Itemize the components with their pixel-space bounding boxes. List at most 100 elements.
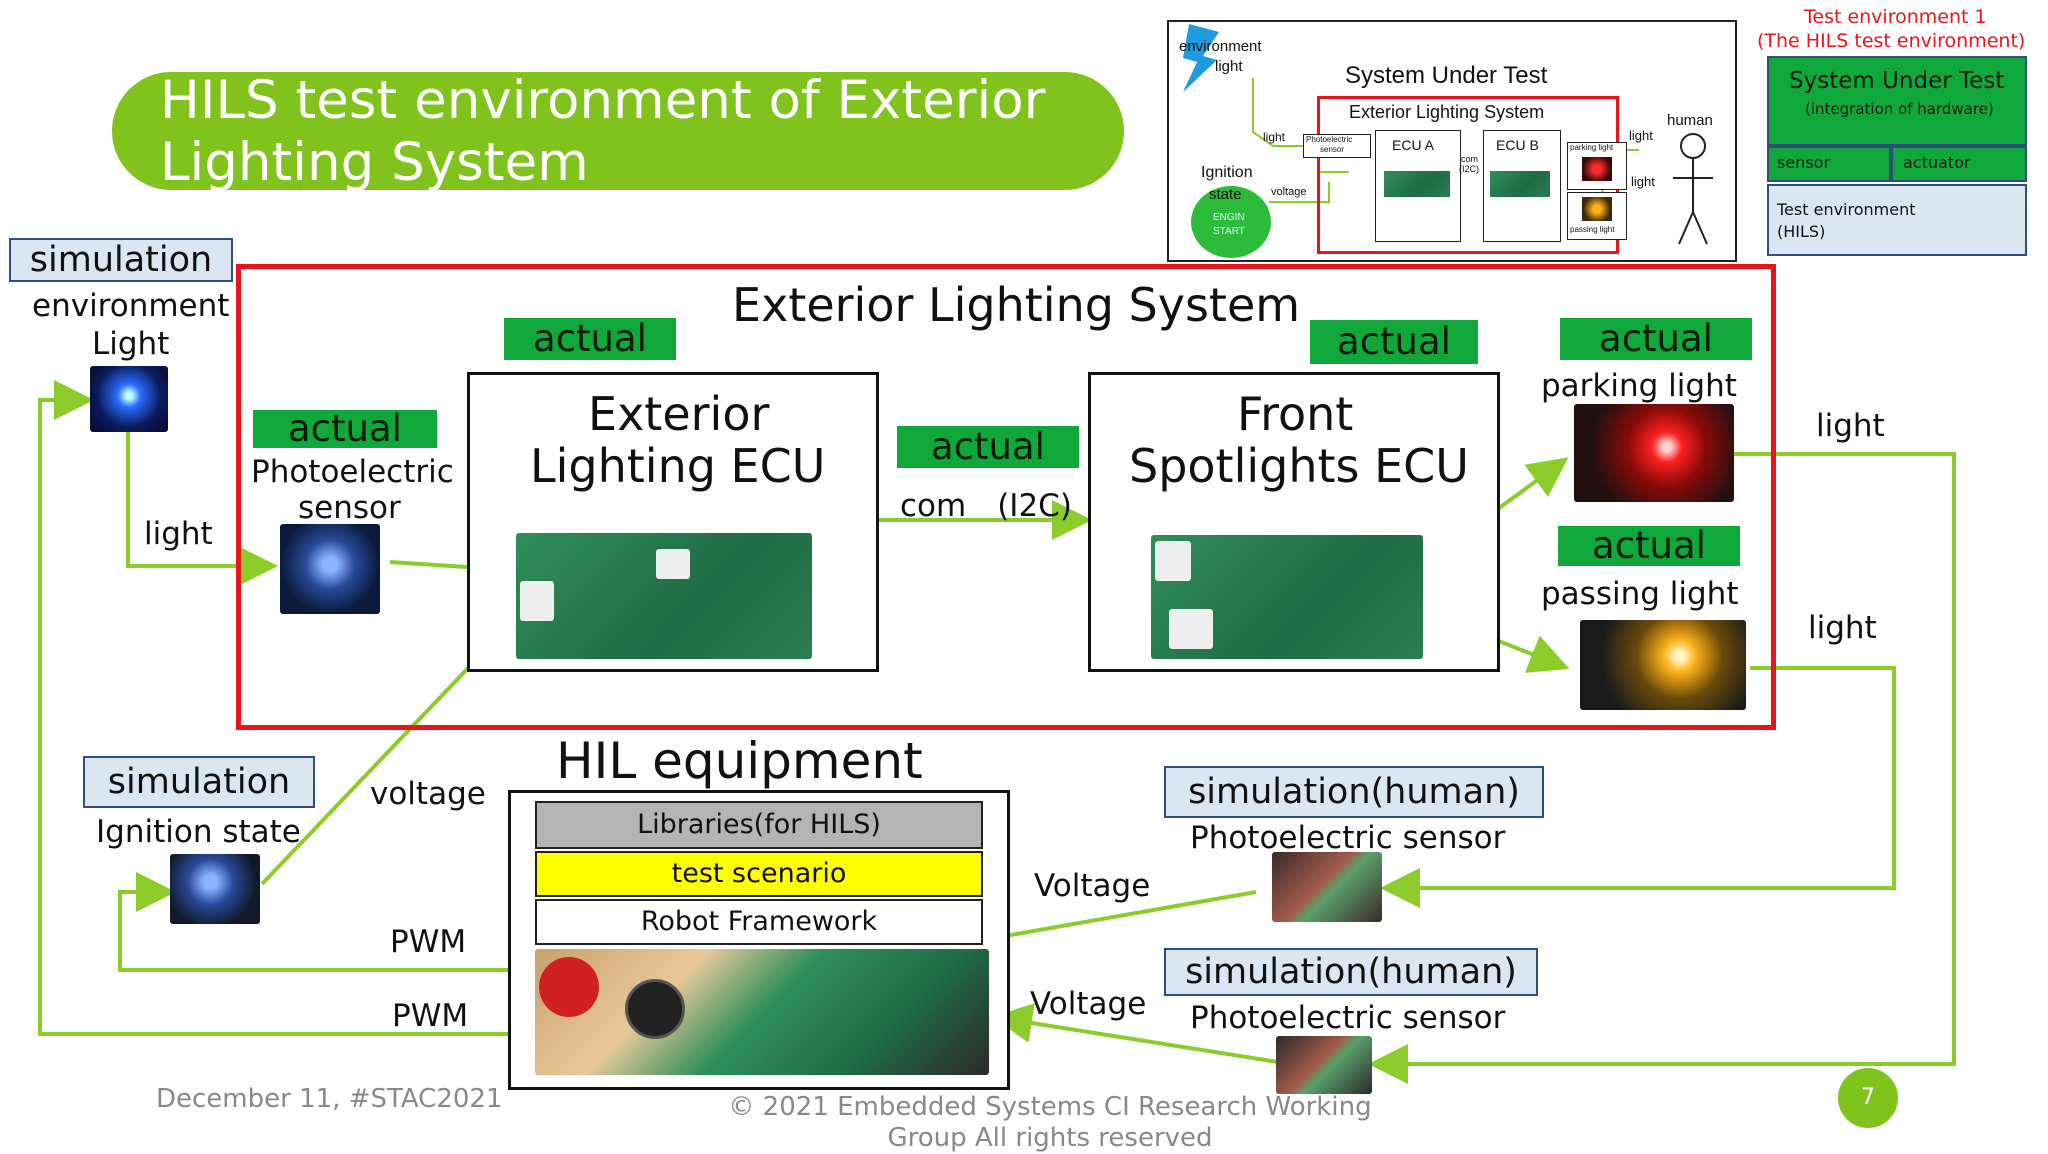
ignition-state-photo — [170, 854, 260, 924]
human-sensor-photo-2 — [1276, 1036, 1372, 1094]
light-arrow-label: light — [144, 516, 213, 552]
thumb-ignition: Ignition — [1201, 164, 1253, 181]
hil-libraries-label: Libraries(for HILS) — [637, 809, 881, 840]
ecu2-title-line2: Spotlights ECU — [1129, 439, 1469, 493]
els-boundary — [236, 264, 1776, 730]
ecu2-connector — [1155, 541, 1191, 581]
thumb-ecu-a-label: ECU A — [1392, 137, 1435, 153]
hil-red-component — [539, 957, 599, 1017]
photo-sensor-photo — [280, 524, 380, 614]
voltage-label-1: Voltage — [1034, 868, 1151, 904]
thumb-light-out-2: light — [1631, 174, 1655, 189]
ecu2-connector — [1169, 609, 1213, 649]
simulation-human-tag-1-label: simulation(human) — [1188, 772, 1520, 812]
thumb-ecu-a: ECU A — [1375, 130, 1461, 242]
simulation-tag-environment: simulation — [9, 238, 233, 282]
thumb-light-top: light — [1215, 58, 1243, 75]
simulation-human-tag-2: simulation(human) — [1164, 948, 1538, 996]
actual-tag-sensor-label: actual — [288, 407, 402, 450]
actual-tag-sensor: actual — [253, 410, 437, 448]
ignition-state-label: Ignition state — [96, 814, 301, 850]
ecu1-connector — [520, 581, 554, 621]
page-number-badge: 7 — [1838, 1068, 1898, 1128]
legend-sut-title: System Under Test — [1789, 68, 2005, 94]
thumb-ecu-b: ECU B — [1483, 130, 1561, 242]
hil-title: HIL equipment — [556, 732, 923, 790]
thumb-i2c: (I2C) — [1459, 164, 1479, 174]
environment-light-photo — [90, 366, 168, 432]
overview-thumbnail: environment light System Under Test Exte… — [1167, 20, 1737, 262]
thumb-voltage: voltage — [1271, 186, 1307, 198]
hil-robot-framework-label: Robot Framework — [640, 906, 878, 937]
simulation-tag-ignition-label: simulation — [107, 762, 291, 802]
footer-date: December 11, #STAC2021 — [156, 1084, 503, 1114]
thumb-photo-label-2: sensor — [1320, 145, 1345, 154]
voltage-label: voltage — [370, 776, 486, 812]
actual-tag-parking-label: actual — [1599, 317, 1713, 360]
legend-sensor-label: sensor — [1777, 153, 1831, 172]
light-out-label-2: light — [1808, 610, 1877, 646]
legend-env-label-1: Test environment 1 — [1804, 6, 1987, 28]
thumb-engine-start-button: state ENGIN START — [1191, 186, 1271, 258]
passing-light-label: passing light — [1541, 576, 1739, 612]
simulation-tag-ignition: simulation — [83, 756, 315, 808]
ecu1-title-line1: Exterior — [588, 387, 770, 441]
actual-tag-passing-label: actual — [1592, 524, 1706, 567]
human-sensor-photo-1 — [1272, 852, 1382, 922]
com-i2c-label: com (I2C) — [900, 488, 1072, 524]
thumb-human: human — [1667, 112, 1713, 129]
legend-test-env: Test environment (HILS) — [1767, 184, 2027, 256]
hil-equipment: Libraries(for HILS) test scenario Robot … — [508, 790, 1010, 1090]
hil-test-scenario: test scenario — [535, 851, 983, 897]
thumb-sut-title: System Under Test — [1345, 62, 1548, 89]
human-sensor-label-1: Photoelectric sensor — [1190, 820, 1506, 856]
hil-board-photo — [535, 949, 989, 1075]
actual-tag-ecu1-label: actual — [533, 317, 647, 360]
front-spotlights-ecu: Front Spotlights ECU — [1088, 372, 1500, 672]
ecu1-title-line2: Lighting ECU — [530, 439, 826, 493]
thumb-photo-sensor: Photoelectric sensor — [1303, 134, 1371, 158]
exterior-lighting-ecu: Exterior Lighting ECU — [467, 372, 879, 672]
actual-tag-ecu2-label: actual — [1337, 320, 1451, 363]
footer-copyright-text: © 2021 Embedded Systems CI Research Work… — [728, 1092, 1372, 1153]
legend-sensor: sensor — [1767, 146, 1891, 182]
legend-actuator: actuator — [1891, 146, 2027, 182]
passing-light-photo — [1580, 620, 1746, 710]
parking-light-photo — [1574, 404, 1734, 502]
voltage-label-2: Voltage — [1030, 986, 1147, 1022]
photo-sensor-label-2: sensor — [298, 490, 401, 526]
legend-actuator-label: actuator — [1903, 153, 1971, 172]
thumb-photo-label-1: Photoelectric — [1306, 135, 1353, 144]
legend-env-label-2: (The HILS test environment) — [1757, 30, 2026, 52]
hil-robot-framework: Robot Framework — [535, 899, 983, 945]
actual-tag-com: actual — [897, 426, 1079, 468]
actual-tag-com-label: actual — [931, 425, 1045, 468]
simulation-human-tag-1: simulation(human) — [1164, 766, 1544, 818]
title-banner — [112, 72, 1124, 190]
legend-test-env-sub: (HILS) — [1777, 222, 1826, 241]
thumb-light-out-1: light — [1629, 128, 1653, 143]
thumb-engin: ENGIN — [1213, 212, 1245, 223]
thumb-ecu-b-label: ECU B — [1496, 137, 1539, 153]
actual-tag-ecu2: actual — [1310, 320, 1478, 364]
thumb-els-title: Exterior Lighting System — [1349, 102, 1545, 122]
hil-test-scenario-label: test scenario — [671, 858, 847, 889]
legend-test-env-label: Test environment — [1777, 200, 1916, 219]
ecu2-title-line1: Front — [1237, 387, 1354, 441]
lightning-icon — [1183, 24, 1219, 92]
environment-label: environment — [32, 288, 230, 324]
legend-sut-sub: (integration of hardware) — [1805, 100, 1994, 118]
ecu2-board-photo — [1151, 535, 1423, 659]
legend-sut-box: System Under Test (integration of hardwa… — [1767, 56, 2027, 146]
thumb-parking-label: parking light — [1570, 143, 1614, 152]
thumb-environment: environment — [1179, 38, 1262, 55]
thumb-ecu-a-photo — [1384, 171, 1450, 197]
thumb-ecu-b-photo — [1490, 171, 1550, 197]
thumb-state: state — [1209, 186, 1242, 203]
light-out-label-1: light — [1816, 408, 1885, 444]
thumb-passing-photo — [1582, 197, 1612, 221]
human-sensor-label-2: Photoelectric sensor — [1190, 1000, 1506, 1036]
simulation-human-tag-2-label: simulation(human) — [1185, 952, 1517, 992]
page-title: HILS test environment of Exterior Lighti… — [160, 70, 1046, 193]
ecu1-connector — [656, 549, 690, 579]
